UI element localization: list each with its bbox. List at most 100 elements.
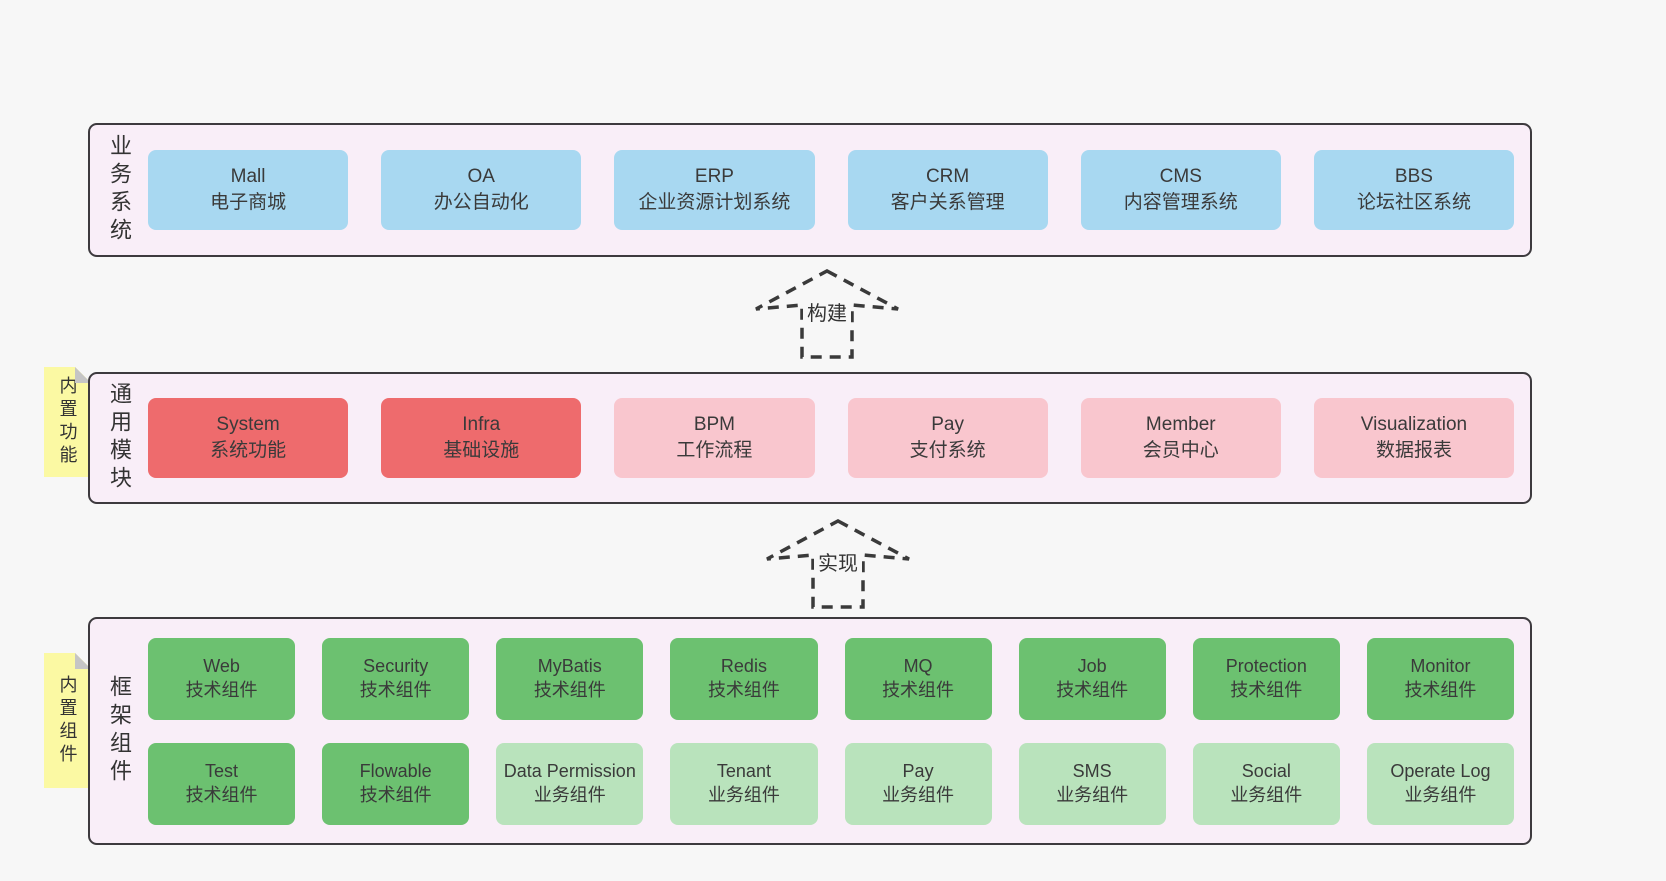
box-subtitle: 技术组件	[707, 679, 780, 700]
arrow-implement-label: 实现	[814, 546, 862, 577]
sticky-note-label: 内置功能	[57, 376, 78, 468]
box-subtitle: 技术组件	[359, 784, 432, 805]
panel-framework-components: 框架组件 Web 技术组件 Security 技术组件 MyBatis 技术组件…	[88, 617, 1532, 845]
box-title: Protection	[1225, 656, 1307, 677]
arrow-build: 构建	[753, 268, 901, 360]
box-subtitle: 会员中心	[1142, 440, 1219, 461]
box-subtitle: 办公自动化	[433, 192, 529, 213]
sticky-note-builtin-components: 内置组件	[44, 653, 91, 788]
panel-business-systems: 业务系统 Mall 电子商城 OA 办公自动化 ERP 企业资源计划系统 CRM…	[88, 123, 1532, 257]
box-pay: Pay 支付系统	[847, 398, 1048, 478]
box-job: Job 技术组件	[1018, 637, 1166, 720]
box-subtitle: 电子商城	[210, 192, 287, 213]
box-subtitle: 系统功能	[210, 440, 287, 461]
box-security: Security 技术组件	[322, 637, 470, 720]
box-subtitle: 业务组件	[707, 784, 780, 805]
component-row-1: Web 技术组件 Security 技术组件 MyBatis 技术组件 Redi…	[148, 637, 1514, 720]
panel-label-text: 业务系统	[107, 134, 132, 246]
box-operate-log: Operate Log 业务组件	[1366, 742, 1514, 825]
box-title: Job	[1077, 656, 1107, 677]
box-subtitle: 业务组件	[882, 784, 955, 805]
box-erp: ERP 企业资源计划系统	[614, 150, 815, 230]
box-title: BBS	[1394, 165, 1433, 187]
box-member: Member 会员中心	[1080, 398, 1281, 478]
box-subtitle: 技术组件	[533, 679, 606, 700]
box-mq: MQ 技术组件	[844, 637, 992, 720]
box-subtitle: 技术组件	[1056, 679, 1129, 700]
box-sms: SMS 业务组件	[1018, 742, 1166, 825]
box-subtitle: 业务组件	[533, 784, 606, 805]
box-infra: Infra 基础设施	[381, 398, 582, 478]
box-mall: Mall 电子商城	[148, 150, 349, 230]
box-title: Monitor	[1410, 656, 1471, 677]
panel-body: System 系统功能 Infra 基础设施 BPM 工作流程 Pay 支付系统…	[148, 374, 1530, 502]
box-title: Test	[205, 761, 239, 782]
panel-label: 通用模块	[90, 374, 148, 502]
box-title: Pay	[902, 761, 934, 782]
sticky-note-label: 内置组件	[57, 674, 78, 767]
box-title: Redis	[720, 656, 767, 677]
component-row-2: Test 技术组件 Flowable 技术组件 Data Permission …	[148, 742, 1514, 825]
box-title: Security	[363, 656, 429, 677]
box-web: Web 技术组件	[148, 637, 296, 720]
box-title: Mall	[230, 165, 266, 187]
box-pay-component: Pay 业务组件	[844, 742, 992, 825]
box-redis: Redis 技术组件	[670, 637, 818, 720]
panel-body: Mall 电子商城 OA 办公自动化 ERP 企业资源计划系统 CRM 客户关系…	[148, 125, 1530, 255]
arrow-build-label: 构建	[803, 296, 851, 327]
panel-label-text: 通用模块	[107, 382, 132, 494]
box-tenant: Tenant 业务组件	[670, 742, 818, 825]
box-title: Visualization	[1360, 413, 1468, 435]
box-crm: CRM 客户关系管理	[847, 150, 1048, 230]
box-title: SMS	[1072, 761, 1112, 782]
box-subtitle: 业务组件	[1056, 784, 1129, 805]
arrow-implement: 实现	[764, 518, 912, 610]
box-system: System 系统功能	[148, 398, 349, 478]
box-title: System	[216, 413, 280, 435]
box-subtitle: 技术组件	[185, 679, 258, 700]
box-social: Social 业务组件	[1192, 742, 1340, 825]
box-subtitle: 业务组件	[1230, 784, 1303, 805]
box-title: Tenant	[716, 761, 771, 782]
box-mybatis: MyBatis 技术组件	[496, 637, 644, 720]
box-subtitle: 基础设施	[443, 440, 520, 461]
box-subtitle: 技术组件	[359, 679, 432, 700]
box-title: Pay	[931, 413, 964, 435]
box-title: Web	[203, 656, 240, 677]
box-subtitle: 技术组件	[882, 679, 955, 700]
box-title: MQ	[903, 656, 933, 677]
box-subtitle: 技术组件	[1404, 679, 1477, 700]
box-bbs: BBS 论坛社区系统	[1313, 150, 1515, 230]
box-subtitle: 支付系统	[909, 440, 986, 461]
box-title: Data Permission	[503, 761, 636, 782]
box-data-permission: Data Permission 业务组件	[496, 742, 644, 825]
box-oa: OA 办公自动化	[381, 150, 582, 230]
box-subtitle: 技术组件	[185, 784, 258, 805]
box-title: Social	[1241, 761, 1291, 782]
panel-common-modules: 通用模块 System 系统功能 Infra 基础设施 BPM 工作流程 Pay…	[88, 372, 1532, 504]
panel-label: 业务系统	[90, 125, 148, 255]
box-bpm: BPM 工作流程	[614, 398, 815, 478]
box-title: Member	[1145, 413, 1216, 435]
box-subtitle: 内容管理系统	[1123, 192, 1238, 213]
box-subtitle: 企业资源计划系统	[638, 192, 791, 213]
box-flowable: Flowable 技术组件	[322, 742, 470, 825]
box-visualization: Visualization 数据报表	[1313, 398, 1515, 478]
box-title: ERP	[694, 165, 734, 187]
box-title: CRM	[925, 165, 970, 187]
box-title: BPM	[693, 413, 736, 435]
box-subtitle: 数据报表	[1375, 440, 1452, 461]
panel-label: 框架组件	[90, 619, 148, 843]
box-title: Operate Log	[1390, 761, 1491, 782]
sticky-note-builtin-functions: 内置功能	[44, 367, 91, 477]
panel-label-text: 框架组件	[107, 675, 132, 787]
box-subtitle: 客户关系管理	[890, 192, 1005, 213]
box-protection: Protection 技术组件	[1192, 637, 1340, 720]
box-subtitle: 技术组件	[1230, 679, 1303, 700]
box-title: OA	[467, 165, 495, 187]
box-title: MyBatis	[537, 656, 602, 677]
box-subtitle: 论坛社区系统	[1356, 192, 1471, 213]
box-title: Infra	[462, 413, 501, 435]
box-test: Test 技术组件	[148, 742, 296, 825]
